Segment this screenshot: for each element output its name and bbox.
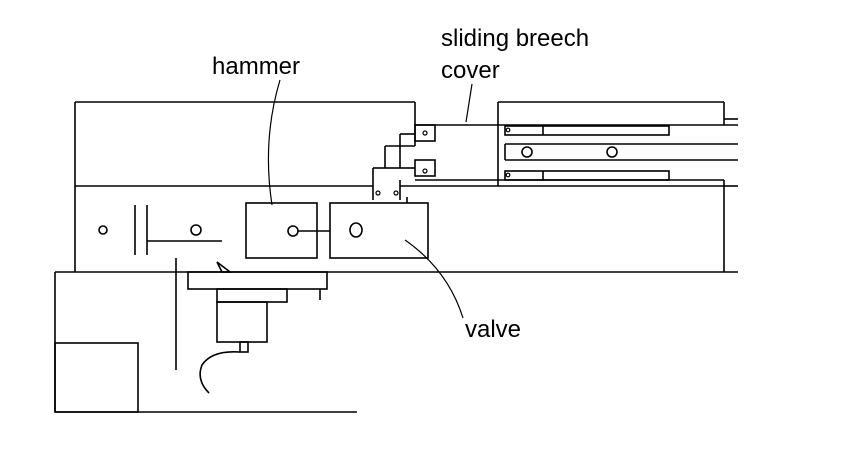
valve-leader-line bbox=[404, 239, 464, 319]
trigger-internals bbox=[98, 205, 222, 255]
valve-label: valve bbox=[465, 316, 521, 343]
receiver-upper bbox=[55, 101, 738, 273]
sliding-breech-cover-label-line2: cover bbox=[441, 57, 500, 84]
valve bbox=[329, 197, 429, 259]
breech-channel bbox=[415, 102, 499, 186]
sear-icon bbox=[216, 261, 233, 273]
barrel-assembly bbox=[498, 101, 738, 187]
breech-cover-leader-line bbox=[465, 83, 473, 123]
hammer-label: hammer bbox=[212, 53, 300, 80]
lower-housing bbox=[54, 258, 357, 413]
sliding-breech-cover-label-line1: sliding breech bbox=[441, 25, 589, 52]
trigger-icon bbox=[199, 350, 241, 394]
hammer-leader-line bbox=[267, 79, 281, 206]
hammer bbox=[245, 202, 330, 259]
breech-cover-slide bbox=[372, 124, 436, 200]
